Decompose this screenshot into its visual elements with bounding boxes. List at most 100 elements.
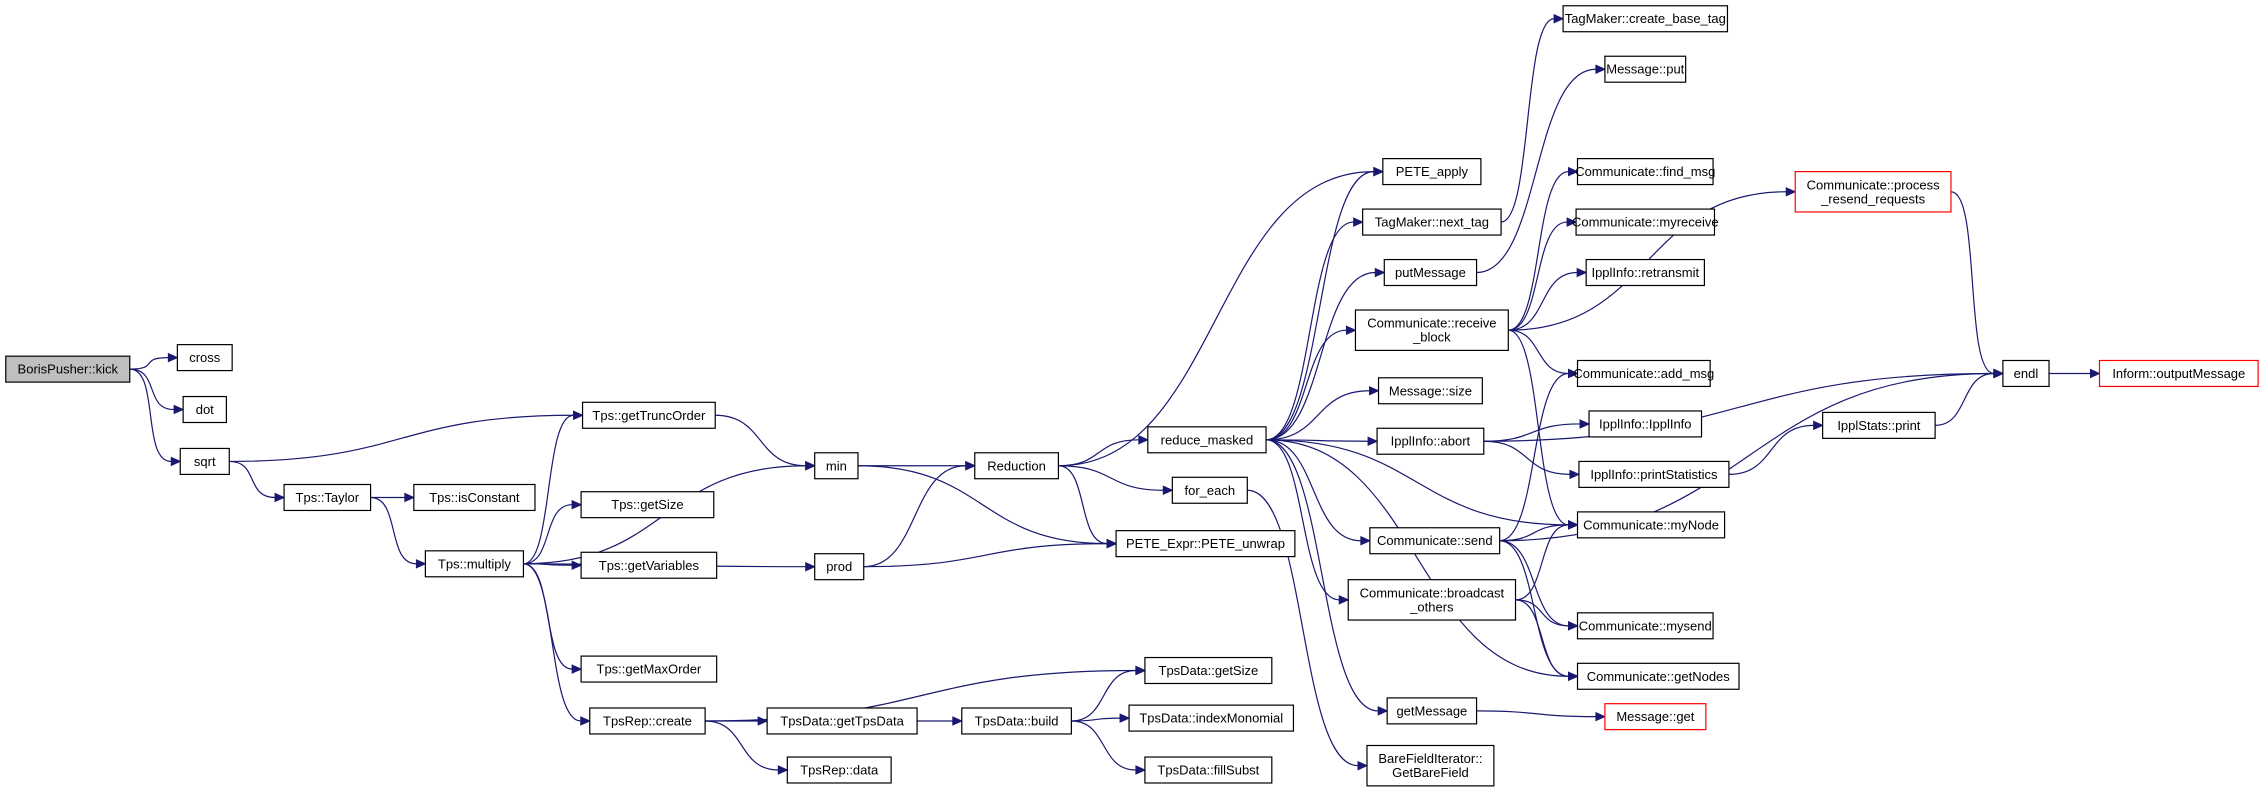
node-output-message[interactable]: Inform::outputMessage <box>2098 359 2259 388</box>
node-min[interactable]: min <box>814 452 859 480</box>
node-myreceive[interactable]: Communicate::myreceive <box>1572 208 1719 236</box>
node-label: BorisPusher::kick <box>18 362 119 377</box>
node-retransmit[interactable]: IpplInfo::retransmit <box>1585 258 1706 287</box>
node-index-monomial[interactable]: TpsData::indexMonomial <box>1128 704 1295 732</box>
edge-line <box>1266 271 1376 441</box>
node-receive-block[interactable]: Communicate::receive_block <box>1354 309 1509 351</box>
node-find-msg[interactable]: Communicate::find_msg <box>1575 158 1715 186</box>
node-label: Tps::multiply <box>438 556 511 571</box>
node-pete-apply[interactable]: PETE_apply <box>1382 158 1482 186</box>
node-box <box>1576 359 1711 388</box>
node-bare-field[interactable]: BareFieldIterator::GetBareField <box>1366 744 1495 787</box>
node-ippl-info-ctor[interactable]: IpplInfo::IpplInfo <box>1588 410 1703 438</box>
edge-multiply-to-getMaxOrder <box>523 563 583 674</box>
node-is-constant[interactable]: Tps::isConstant <box>413 483 536 512</box>
node-box <box>1144 656 1273 685</box>
node-get-message[interactable]: getMessage <box>1386 697 1478 725</box>
node-ippl-abort[interactable]: IpplInfo::abort <box>1376 427 1485 455</box>
node-comm-send[interactable]: Communicate::send <box>1369 527 1501 555</box>
node-message-put[interactable]: Message::put <box>1604 55 1687 83</box>
node-label: Communicate::broadcast <box>1360 585 1505 600</box>
node-multiply[interactable]: Tps::multiply <box>424 550 525 578</box>
node-get-trunc-order[interactable]: Tps::getTruncOrder <box>581 401 716 429</box>
node-tpsrep-data[interactable]: TpsRep::data <box>786 756 892 784</box>
node-box <box>179 447 230 476</box>
edge-reduceMasked-to-commSend <box>1266 439 1372 546</box>
node-label: Communicate::send <box>1377 533 1493 548</box>
node-process-resend[interactable]: Communicate::process_resend_requests <box>1794 170 1952 213</box>
edge-arrowhead <box>1993 368 2005 379</box>
edge-arrowhead <box>965 460 976 471</box>
edge-arrowhead <box>173 404 185 415</box>
node-label: Message::size <box>1389 383 1472 398</box>
node-message-size[interactable]: Message::size <box>1377 377 1483 405</box>
node-for-each[interactable]: for_each <box>1171 476 1248 504</box>
node-tpsdata-get-size[interactable]: TpsData::getSize <box>1144 656 1273 685</box>
edge-arrowhead <box>777 765 789 775</box>
node-box <box>1376 427 1485 455</box>
edge-line <box>129 368 172 463</box>
edge-arrowhead <box>1367 436 1379 447</box>
edge-line <box>1058 465 1164 491</box>
node-get-tps-data[interactable]: TpsData::getTpsData <box>766 707 918 735</box>
node-message-get[interactable]: Message::get <box>1604 703 1707 731</box>
node-label: getMessage <box>1396 703 1467 718</box>
node-box <box>1578 460 1730 488</box>
node-get-variables[interactable]: Tps::getVariables <box>580 551 718 579</box>
node-label: Tps::getVariables <box>599 558 700 573</box>
edge-multiply-to-getTruncOrder <box>523 410 584 565</box>
node-mysend[interactable]: Communicate::mysend <box>1576 612 1714 640</box>
edge-arrowhead <box>1377 706 1389 716</box>
edge-line <box>1728 424 1814 476</box>
edge-multiply-to-getSize <box>523 499 583 565</box>
node-build[interactable]: TpsData::build <box>961 707 1072 735</box>
node-get-max-order[interactable]: Tps::getMaxOrder <box>580 655 718 683</box>
node-dot[interactable]: dot <box>182 395 227 424</box>
node-reduction[interactable]: Reduction <box>974 452 1060 480</box>
edge-build-to-tpsdataGetSize <box>1071 665 1147 722</box>
node-broadcast-others[interactable]: Communicate::broadcast_others <box>1347 579 1517 621</box>
node-label: TpsData::getSize <box>1159 663 1259 678</box>
node-next-tag[interactable]: TagMaker::next_tag <box>1362 208 1502 236</box>
node-box <box>5 355 131 383</box>
node-pete-unwrap[interactable]: PETE_Expr::PETE_unwrap <box>1115 530 1296 558</box>
node-ippl-stats-print[interactable]: IpplStats::print <box>1822 411 1936 439</box>
node-get-size[interactable]: Tps::getSize <box>580 491 715 519</box>
node-box <box>1576 612 1714 640</box>
edge-line <box>1058 170 1374 467</box>
edge-sqrt-to-taylor <box>229 460 286 503</box>
node-reduce-masked[interactable]: reduce_masked <box>1147 426 1267 454</box>
node-sqrt[interactable]: sqrt <box>179 447 230 476</box>
node-box <box>1171 476 1248 504</box>
node-tpsrep-create[interactable]: TpsRep::create <box>589 707 706 735</box>
node-cross[interactable]: cross <box>176 344 233 372</box>
node-print-statistics[interactable]: IpplInfo::printStatistics <box>1578 460 1730 488</box>
edge-reduceMasked-to-nextTag <box>1266 217 1364 441</box>
node-my-node[interactable]: Communicate::myNode <box>1576 511 1726 539</box>
node-create-base-tag[interactable]: TagMaker::create_base_tag <box>1562 5 1729 33</box>
edge-line <box>1508 329 1569 526</box>
node-label: IpplInfo::IpplInfo <box>1599 416 1692 431</box>
node-box <box>1362 208 1502 236</box>
node-add-msg[interactable]: Communicate::add_msg <box>1573 359 1714 388</box>
node-endl[interactable]: endl <box>2002 359 2050 388</box>
edge-line <box>1483 440 1570 476</box>
node-taylor[interactable]: Tps::Taylor <box>283 483 372 512</box>
node-label: IpplStats::print <box>1837 418 1920 433</box>
edge-arrowhead <box>1369 386 1380 396</box>
node-box <box>176 344 233 372</box>
edge-arrowhead <box>167 352 179 363</box>
node-label: TpsRep::create <box>603 713 692 728</box>
node-put-message[interactable]: putMessage <box>1383 258 1478 287</box>
node-box <box>580 491 715 519</box>
node-get-nodes[interactable]: Communicate::getNodes <box>1576 662 1740 690</box>
edge-arrowhead <box>1138 435 1150 445</box>
node-label: Communicate::process <box>1807 177 1940 192</box>
node-fill-subst[interactable]: TpsData::fillSubst <box>1144 756 1273 784</box>
node-label: TpsData::indexMonomial <box>1139 711 1283 726</box>
node-box <box>1383 258 1478 287</box>
node-label: TpsRep::data <box>800 763 879 778</box>
edge-line <box>1499 524 1569 542</box>
node-prod[interactable]: prod <box>814 553 865 581</box>
